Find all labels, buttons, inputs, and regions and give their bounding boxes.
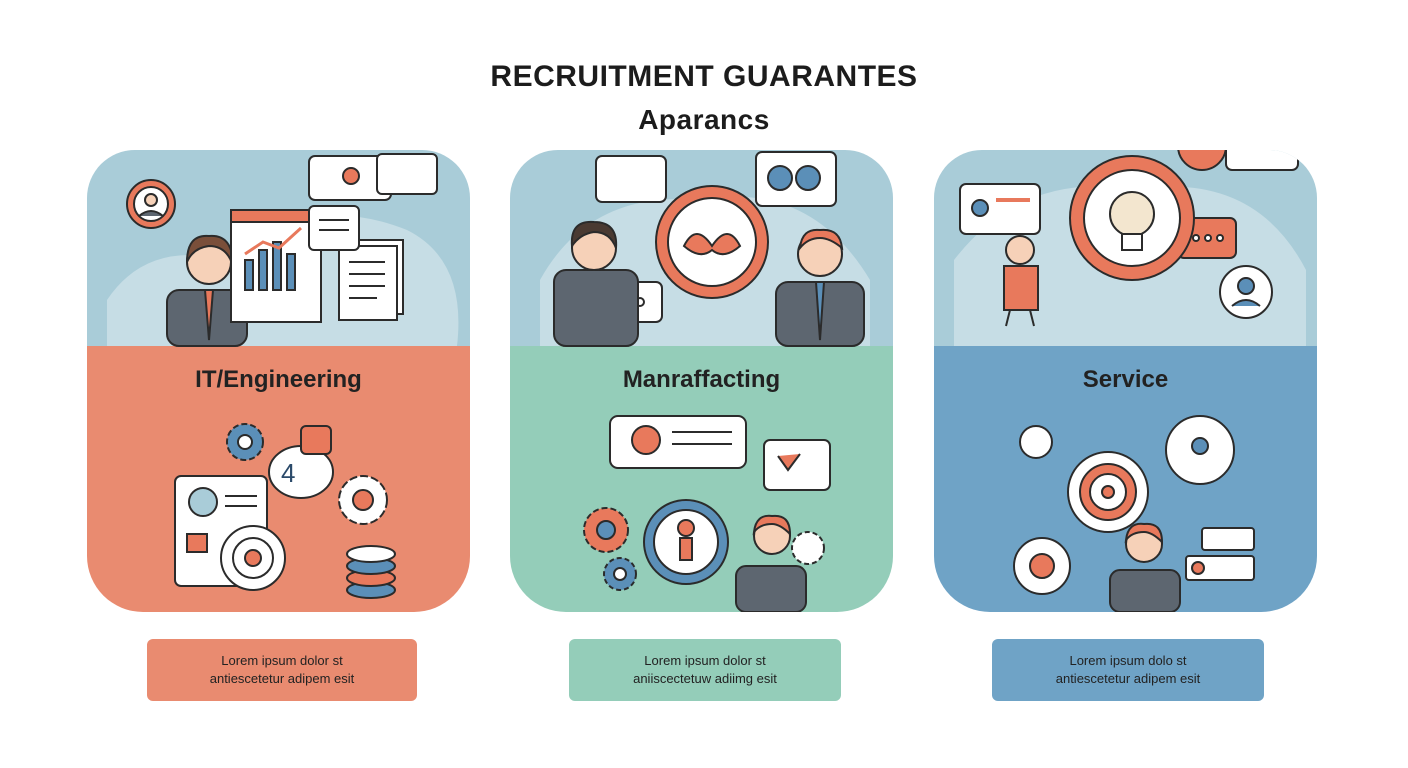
avatar-icon	[1177, 150, 1273, 319]
profile-circle-icon	[126, 179, 176, 229]
businessman-icon	[735, 514, 807, 612]
woman-avatar-icon	[166, 234, 248, 347]
woman-avatar-icon	[553, 220, 639, 347]
title-line-1: RECRUITMENT GUARANTES	[490, 60, 918, 93]
bar-chart-icon	[230, 209, 322, 323]
chat-bubble-icon	[1019, 415, 1235, 485]
coin-stack-icon	[346, 545, 396, 599]
businessman-icon	[775, 228, 865, 347]
caption-card-service: Lorem ipsum dolo st antiescetetur adipem…	[992, 639, 1264, 701]
caption-line-2: aniiscectetuw adiimg esit	[633, 671, 777, 686]
it-illustration: 4	[87, 150, 470, 612]
profile-card-icon	[1185, 527, 1255, 581]
caption-line-2: antiescetetur adipem esit	[1055, 671, 1201, 686]
lightbulb-icon	[1069, 155, 1195, 281]
svg-text:4: 4	[281, 458, 295, 488]
service-illustration	[934, 150, 1317, 612]
panel-manufacturing: Manraffacting	[510, 150, 893, 612]
chat-bubble-icon: 4	[268, 425, 334, 499]
target-ring-icon	[655, 185, 769, 299]
caption-line-1: Lorem ipsum dolor st	[644, 653, 766, 668]
businessman-icon	[1109, 522, 1181, 612]
panel-it-engineering: 4 IT/Engineering	[87, 150, 470, 612]
caption-line-1: Lorem ipsum dolo st	[1069, 653, 1187, 668]
gear-icon	[226, 423, 388, 525]
caption-card-it: Lorem ipsum dolor st antiescetetur adipe…	[147, 639, 417, 701]
target-ring-icon	[643, 499, 729, 585]
businessman-icon	[1003, 235, 1039, 327]
title-line-2: Aparancs	[638, 104, 770, 135]
caption-line-1: Lorem ipsum dolor st	[221, 653, 343, 668]
target-icon	[1013, 451, 1149, 595]
chat-bubble-icon	[308, 153, 438, 251]
manufacturing-illustration	[510, 150, 893, 612]
panel-label: IT/Engineering	[195, 366, 362, 393]
panel-label: Manraffacting	[622, 366, 781, 393]
panel-label: Service	[1082, 366, 1169, 393]
panel-service: Service	[934, 150, 1317, 612]
caption-line-2: antiescetetur adipem esit	[209, 671, 355, 686]
chat-bubble-icon	[609, 415, 831, 491]
target-icon	[220, 525, 286, 591]
gear-icon	[583, 507, 825, 591]
documents-icon	[338, 239, 404, 321]
caption-card-manufacturing: Lorem ipsum dolor st aniiscectetuw adiim…	[569, 639, 841, 701]
